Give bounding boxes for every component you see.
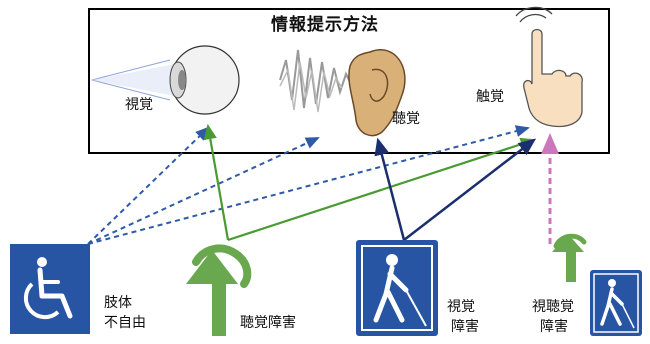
visual-disability-arrows: [374, 137, 536, 241]
touch-label: 触覚: [476, 89, 504, 105]
wheelchair-icon: [10, 244, 90, 334]
physical-disability-label-line1: 肢体: [104, 295, 132, 311]
ear-icon: [348, 49, 406, 137]
ear-leaf-icon: [186, 244, 252, 336]
hearing-disability-label: 聴覚障害: [240, 315, 296, 331]
eye-icon: [91, 45, 240, 115]
hand-touch-icon: [515, 6, 583, 128]
hearing-disability-arrows: [203, 123, 537, 242]
deafblind-label-line1: 視聴覚: [532, 299, 574, 315]
physical-disability-label-line2: 不自由: [104, 315, 146, 331]
deafblind-label-line2: 障害: [540, 319, 568, 335]
sound-wave-icon: [279, 49, 353, 113]
physical-disability-arrows: [87, 125, 530, 245]
panel-title: 情報提示方法: [271, 15, 379, 35]
hearing-label: 聴覚: [392, 111, 420, 127]
white-cane-icon: [356, 240, 438, 336]
visual-disability-label-line1: 視覚: [447, 299, 475, 315]
visual-disability-label-line2: 障害: [451, 319, 479, 335]
vision-label: 視覚: [125, 97, 153, 113]
deafblind-icon: [552, 233, 642, 336]
